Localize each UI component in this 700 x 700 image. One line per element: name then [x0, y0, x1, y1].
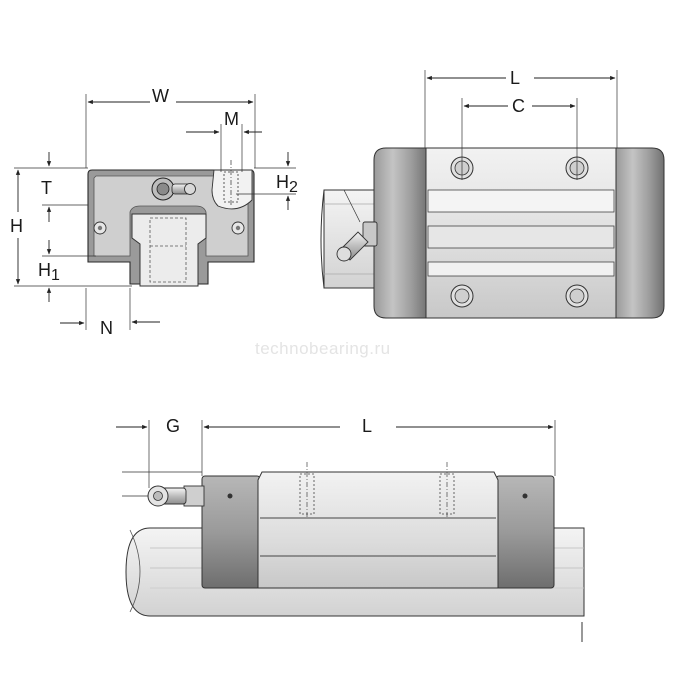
label-C: C: [512, 96, 525, 116]
front-view: W M H2 T H H1 N: [10, 86, 298, 338]
label-H: H: [10, 216, 23, 236]
top-end-cap-right: [615, 147, 665, 319]
side-grease-nipple-icon: [147, 485, 205, 507]
label-N: N: [100, 318, 113, 338]
top-grease-nipple-icon: [336, 221, 378, 262]
front-rail: [131, 213, 207, 287]
label-H2: H2: [276, 172, 298, 196]
side-tapped-hole-icon: [299, 462, 455, 518]
side-view: G L: [116, 416, 585, 642]
side-end-cap-right: [495, 475, 555, 589]
label-side-L: L: [362, 416, 372, 436]
label-H1: H1: [38, 260, 60, 284]
label-T: T: [41, 178, 52, 198]
side-block-body: [257, 471, 499, 589]
label-top-L: L: [510, 68, 520, 88]
label-G: G: [166, 416, 180, 436]
side-end-cap-left: [201, 475, 261, 589]
label-W: W: [152, 86, 169, 106]
label-M: M: [224, 109, 239, 129]
top-view: L C: [320, 68, 665, 319]
top-end-cap-left: [373, 147, 429, 319]
watermark-text: technobearing.ru: [255, 339, 391, 358]
